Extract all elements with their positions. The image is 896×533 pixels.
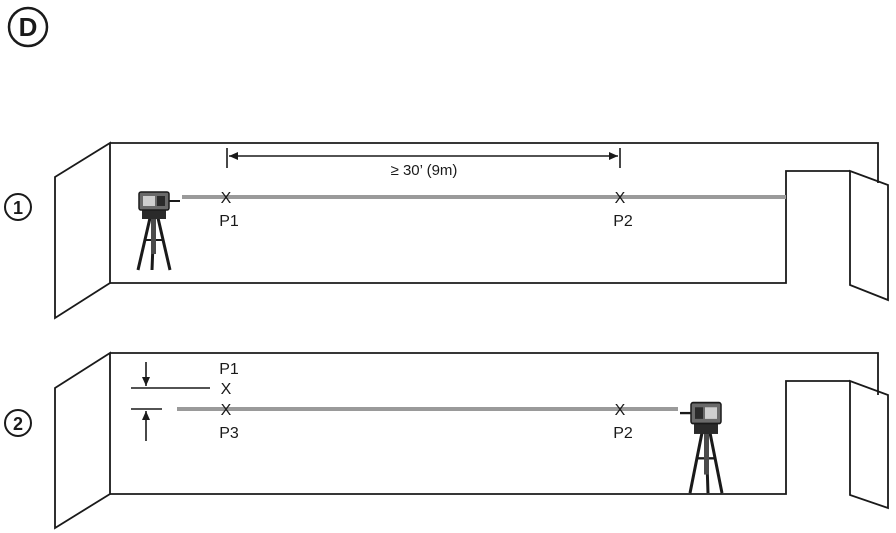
mark-p1-panel2: P1 X [219,361,239,398]
mark-label-p2: P2 [613,213,633,230]
laser-level-tripod-1 [136,190,182,272]
mark-label-p2: P2 [613,425,633,442]
mark-x-symbol: X [221,190,232,207]
figure-badge: D [7,6,49,48]
step-number-2: 2 [13,414,23,434]
mark-label-p3: P3 [219,425,239,442]
offset-indicator [131,362,210,441]
step-badge-1: 1 [4,193,32,221]
mark-label-p1: P1 [219,361,239,378]
mark-x-symbol: X [221,402,232,419]
panel-2: 2 P1 X X P3 X P2 [4,351,889,530]
panel-1: 1 ≥ 30’ (9m) X P1 X P2 [4,141,889,320]
figure-badge-text: D [19,12,38,42]
mark-p2-panel1: X P2 [613,190,633,230]
step-number-1: 1 [13,198,23,218]
room-walls-2 [54,351,889,530]
mark-p2-panel2: X P2 [613,402,633,442]
mark-label-p1: P1 [219,213,239,230]
distance-dimension: ≥ 30’ (9m) [226,148,621,179]
mark-x-symbol: X [221,381,232,398]
distance-label: ≥ 30’ (9m) [391,162,458,179]
step-badge-2: 2 [4,409,32,437]
mark-x-symbol: X [615,402,626,419]
room-walls-1 [54,141,889,320]
laser-level-tripod-2 [678,400,724,495]
mark-p1-panel1: X P1 [219,190,239,230]
mark-p3-panel2: X P3 [219,402,239,442]
mark-x-symbol: X [615,190,626,207]
